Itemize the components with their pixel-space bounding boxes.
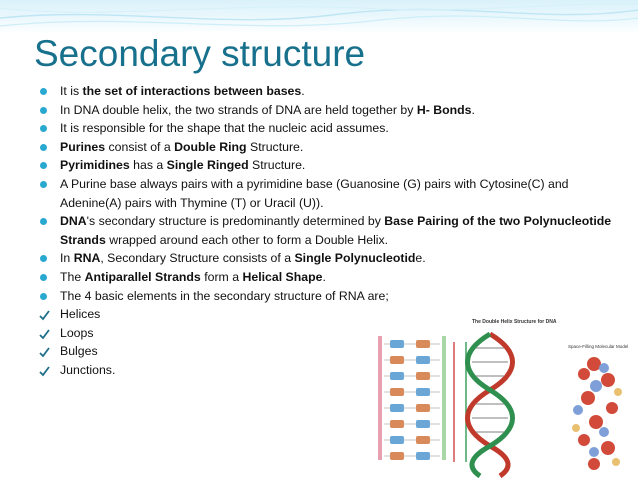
bold-text: DNA [60, 214, 87, 229]
bullet-dot-icon [40, 125, 47, 133]
text: wrapped around each other to form a Doub… [105, 232, 389, 247]
text: Loops [60, 325, 94, 340]
text: In DNA double helix, the two strands of … [60, 102, 417, 117]
bullet-dot-icon [40, 273, 47, 281]
bold-text: Single Ringed [166, 158, 249, 173]
text: e. [415, 251, 426, 266]
checklist-item: Junctions. [39, 361, 620, 380]
bullet-item: The 4 basic elements in the secondary st… [40, 287, 620, 306]
bold-text: the set of interactions between bases [82, 84, 302, 98]
text: Helices [60, 307, 101, 322]
bullet-item: DNA's secondary structure is predominant… [40, 212, 620, 249]
figure-title: The Double Helix Structure for DNA [472, 319, 557, 325]
bullet-dot-icon [40, 180, 47, 188]
checkmark-icon [39, 308, 50, 321]
bullet-item: Pyrimidines has a Single Ringed Structur… [40, 156, 620, 175]
space-filling-model [572, 357, 622, 470]
text: Structure. [248, 158, 306, 173]
dna-double-helix-figure: The Double Helix Structure for DNA [372, 312, 638, 479]
bullet-item: In DNA double helix, the two strands of … [40, 101, 620, 120]
text: 's secondary structure is predominantly … [86, 214, 385, 229]
checklist-item: Helices [39, 305, 620, 324]
bullet-item: A Purine base always pairs with a pyrimi… [40, 175, 620, 212]
checkmark-icon [39, 364, 50, 377]
bullet-dot-icon [40, 143, 47, 151]
text: The 4 basic elements in the secondary st… [60, 288, 389, 303]
bullet-item: It is responsible for the shape that the… [40, 119, 620, 138]
base-pair-ladder [378, 336, 446, 460]
checkmark-icon [39, 327, 50, 340]
bullet-item: The Antiparallel Strands form a Helical … [40, 268, 620, 287]
bold-text: Base Pairing of the two Polynucleotide S… [60, 214, 612, 247]
bullet-dot-icon [40, 88, 47, 95]
text: Bulges [60, 344, 98, 359]
text: A Purine base always pairs with a pyrimi… [60, 176, 569, 210]
space-filling-label: Space-Filling Molecular Model [568, 344, 628, 349]
bullet-list: It is the set of interactions between ba… [39, 82, 620, 380]
bullet-item: In RNA, Secondary Structure consists of … [40, 249, 620, 268]
bold-text: Single Polynucleotid [294, 251, 416, 266]
text: In [60, 251, 74, 266]
bold-text: Purines [60, 139, 106, 154]
bullet-dot-icon [40, 218, 47, 226]
bullet-dot-icon [40, 106, 47, 114]
text: , Secondary Structure consists of a [100, 251, 295, 266]
text: Junctions. [60, 362, 116, 377]
bold-text: RNA [73, 251, 101, 266]
bullet-dot-icon [40, 255, 47, 263]
text: has a [129, 158, 167, 173]
text: It is [60, 84, 83, 98]
slide-title: Secondary structure [34, 33, 366, 74]
text: . [322, 269, 326, 284]
text: . [471, 102, 475, 117]
text: It is responsible for the shape that the… [60, 121, 389, 136]
bold-text: H- Bonds [416, 102, 472, 117]
bullet-item: It is the set of interactions between ba… [40, 82, 620, 101]
bullet-dot-icon [40, 292, 47, 300]
bold-text: Antiparallel Strands [84, 269, 201, 284]
checklist-item: Bulges [39, 342, 620, 361]
bold-text: Double Ring [174, 139, 247, 154]
header-wave-decoration [0, 3, 638, 27]
text: consist of a [105, 139, 175, 154]
bold-text: Pyrimidines [60, 158, 130, 173]
text: . [301, 84, 305, 98]
bullet-dot-icon [40, 162, 47, 170]
bold-text: Helical Shape [242, 269, 323, 284]
text: The [60, 269, 85, 284]
checklist-item: Loops [39, 324, 620, 343]
bullet-item: Purines consist of a Double Ring Structu… [40, 138, 620, 157]
double-helix-ribbon [465, 331, 515, 479]
text: Structure. [246, 139, 304, 154]
text: form a [200, 269, 243, 284]
checkmark-icon [39, 345, 50, 358]
